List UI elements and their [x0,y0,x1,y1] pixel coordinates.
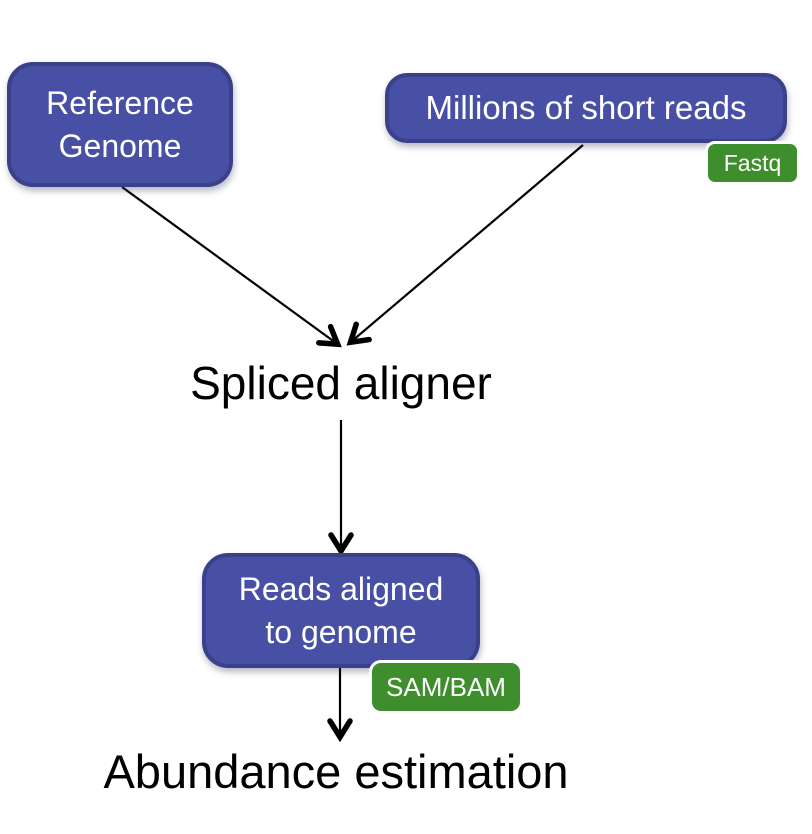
node-millions-of-short-reads: Millions of short reads [385,73,787,143]
label-abundance-estimation: Abundance estimation [103,745,569,798]
format-badge-fastq: Fastq [705,141,800,185]
edge-reference-to-aligner [121,186,342,348]
edge-reads-to-aligner [346,144,584,346]
node-reference-genome: Reference Genome [7,62,233,187]
format-badge-sam-bam: SAM/BAM [369,660,523,714]
label-spliced-aligner: Spliced aligner [190,357,492,409]
node-reads-aligned-to-genome: Reads aligned to genome [202,553,480,668]
